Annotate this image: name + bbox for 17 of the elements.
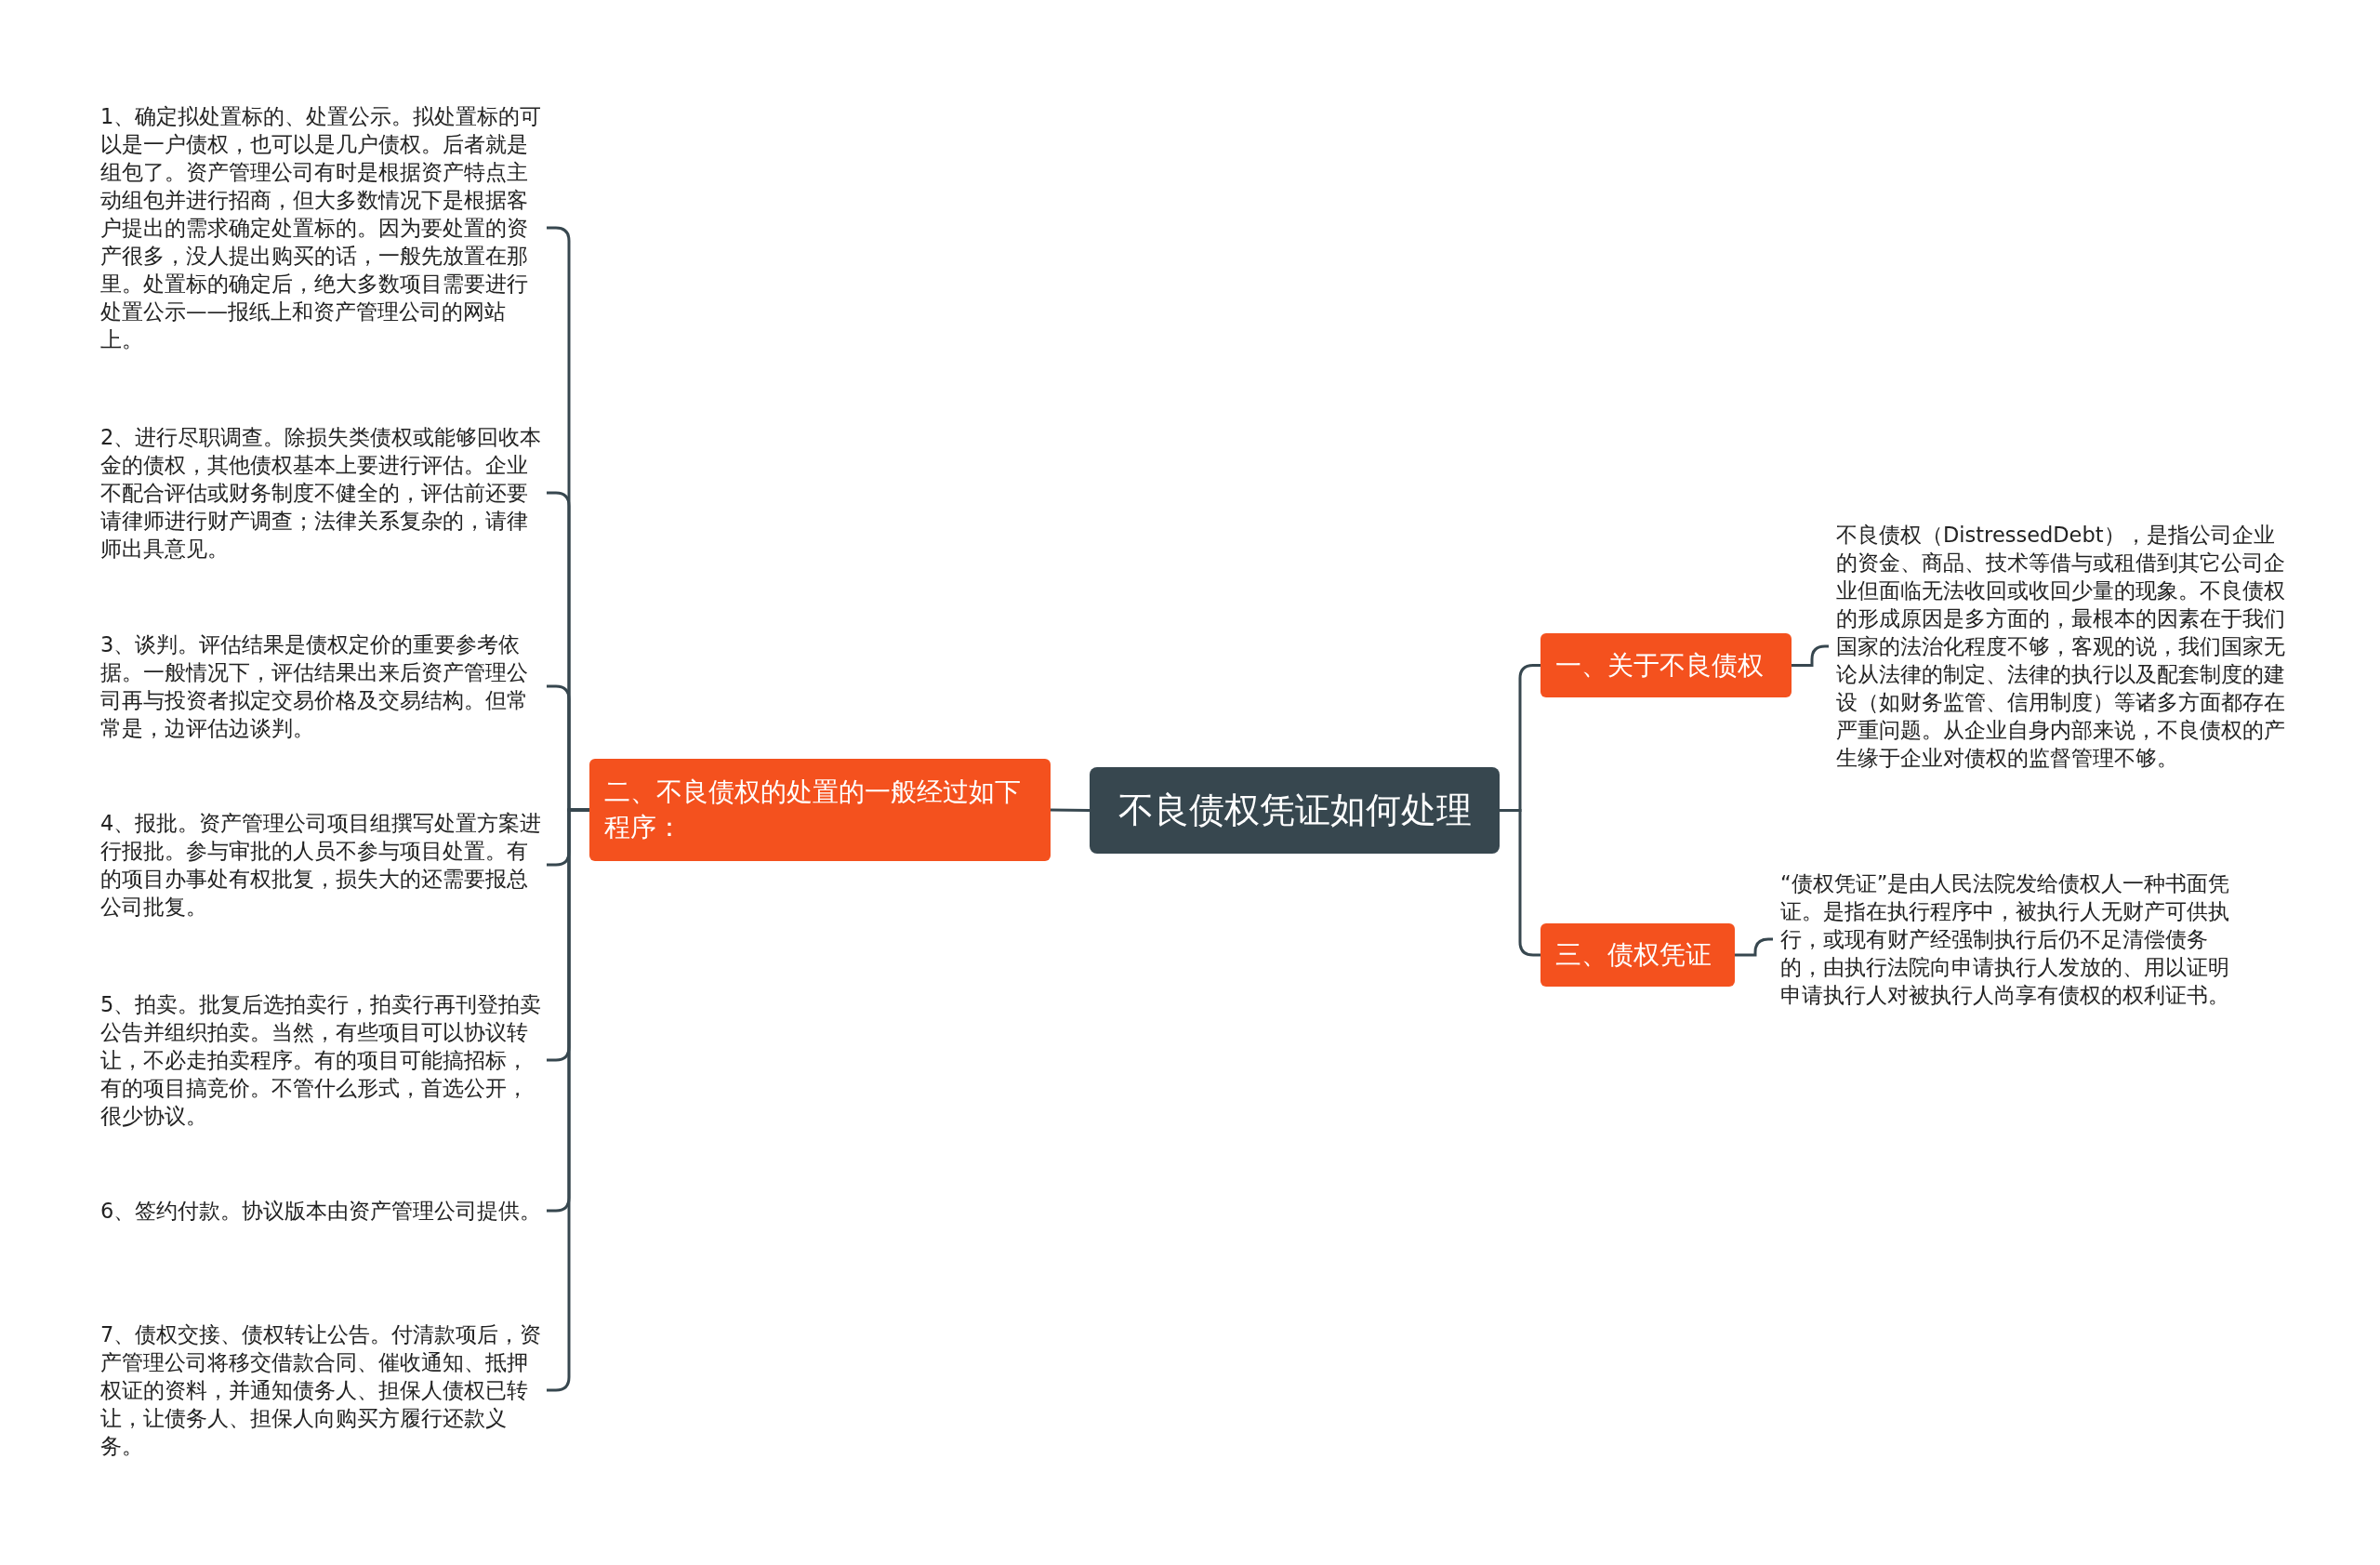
connector-line bbox=[1735, 937, 1773, 957]
topic-box: 一、关于不良债权 bbox=[1540, 633, 1792, 697]
connector-line bbox=[1051, 808, 1090, 812]
note-text: 1、确定拟处置标的、处置公示。拟处置标的可以是一户债权，也可以是几户债权。后者就是组包了。资产管理公司有时是根据资产特点主动组包并进行招商，但大多数情况下是根据客户提出的需求确定处置标的。因为要处置的资产很多，没人提出购买的话，一般先放置在那里。处置标的确定后，绝大多数项目需要进行处置公示——报纸上和资产管理公司的网站上。 bbox=[100, 102, 547, 353]
central-topic-box: 不良债权凭证如何处理 bbox=[1090, 767, 1500, 854]
topic-box: 三、债权凭证 bbox=[1540, 923, 1735, 987]
note-text: 4、报批。资产管理公司项目组撰写处置方案进行报批。参与审批的人员不参与项目处置。有的项目办事处有权批复，损失大的还需要报总公司批复。 bbox=[100, 809, 547, 921]
note-text: 5、拍卖。批复后选拍卖行，拍卖行再刊登拍卖公告并组织拍卖。当然，有些项目可以协议转让，不必走拍卖程序。有的项目可能搞招标，有的项目搞竞价。不管什么形式，首选公开，很少协议。 bbox=[100, 990, 547, 1130]
note-text: 6、签约付款。协议版本由资产管理公司提供。 bbox=[100, 1197, 547, 1225]
note-text: “债权凭证”是由人民法院发给债权人一种书面凭证。是指在执行程序中，被执行人无财产可供执行，或现有财产经强制执行后仍不足清偿债务的，由执行法院向申请执行人发放的、用以证明申请执行人对被执行人尚享有债权的权利证书。 bbox=[1780, 869, 2236, 1009]
connector-line bbox=[1500, 809, 1540, 957]
note-text: 2、进行尽职调查。除损失类债权或能够回收本金的债权，其他债权基本上要进行评估。企业不配合评估或财务制度不健全的，评估前还要请律师进行财产调查；法律关系复杂的，请律师出具意见。 bbox=[100, 423, 547, 563]
note-text: 7、债权交接、债权转让公告。付清款项后，资产管理公司将移交借款合同、催收通知、抵押权证的资料，并通知债务人、担保人债权已转让，让债务人、担保人向购买方履行还款义务。 bbox=[100, 1320, 547, 1460]
note-text: 3、谈判。评估结果是债权定价的重要参考依据。一般情况下，评估结果出来后资产管理公司再与投资者拟定交易价格及交易结构。但常常是，边评估边谈判。 bbox=[100, 630, 547, 742]
connector-line bbox=[1792, 644, 1829, 667]
note-text: 不良债权（DistressedDebt），是指公司企业的资金、商品、技术等借与或租借到其它公司企业但面临无法收回或收回少量的现象。不良债权的形成原因是多方面的，最根本的因素在于我们国家的法治化程度不够，客观的说，我们国家无论从法律的制定、法律的执行以及配套制度的建设（如财务监管、信用制度）等诸多方面都存在严重问题。从企业自身内部来说，不良债权的产生缘于企业对债权的监督管理不够。 bbox=[1836, 521, 2292, 772]
topic-box: 二、不良债权的处置的一般经过如下程序： bbox=[589, 759, 1051, 861]
